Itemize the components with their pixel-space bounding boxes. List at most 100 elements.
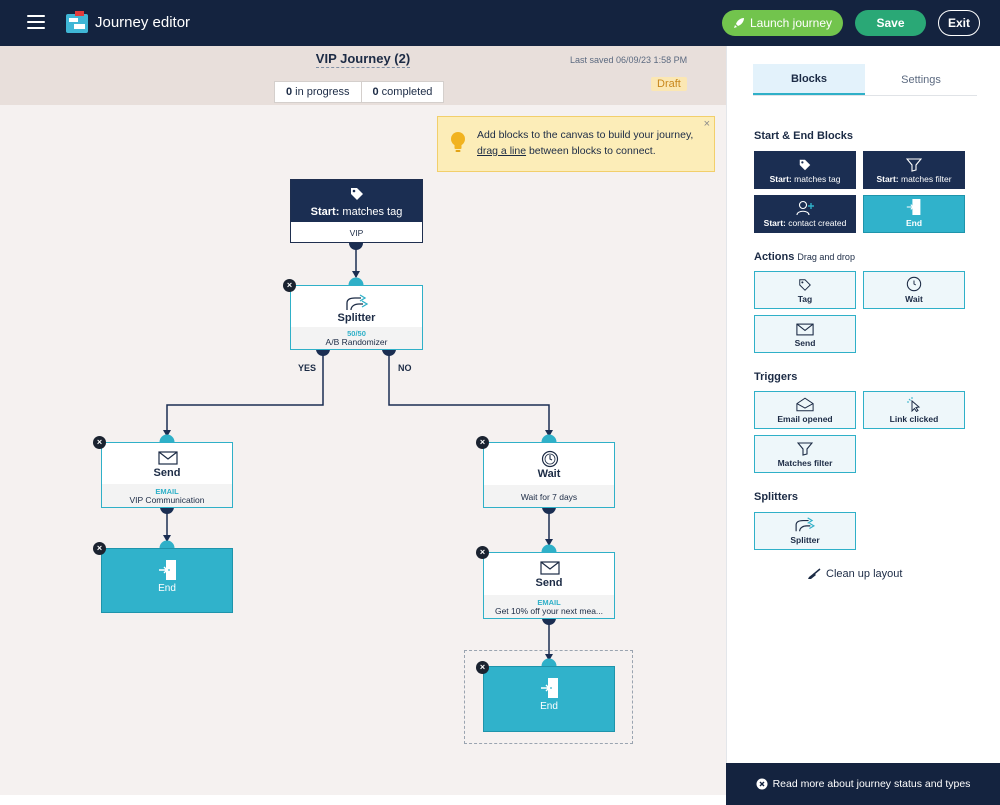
- exit-door-icon: [906, 199, 921, 215]
- tab-settings[interactable]: Settings: [901, 73, 941, 86]
- wait-block[interactable]: Wait Wait for 7 days: [483, 442, 615, 508]
- send-left-title: Send: [153, 467, 181, 479]
- connector-no-wait: [388, 353, 550, 435]
- top-bar: Journey editor Launch journey Save Exit: [0, 0, 1000, 46]
- palette-trigger-link-clicked[interactable]: Link clicked: [863, 391, 965, 429]
- broom-icon: [808, 568, 821, 579]
- launch-label: Launch journey: [749, 16, 833, 30]
- tip-text-end: between blocks to connect.: [526, 145, 656, 157]
- start-title-bold: Start:: [310, 206, 340, 218]
- panel-tabs: Blocks Settings: [753, 64, 977, 96]
- tip-text-start: Add blocks to the canvas to build your j…: [477, 129, 694, 141]
- palette-start-matches-tag-label: Start: matches tag: [770, 174, 841, 184]
- rocket-icon: [733, 18, 744, 28]
- palette-start-matches-tag[interactable]: Start: matches tag: [754, 151, 856, 189]
- in-progress-label: in progress: [295, 86, 350, 98]
- clean-up-layout-label: Clean up layout: [826, 568, 903, 580]
- journey-status-info-label: Read more about journey status and types: [772, 778, 971, 790]
- drag-a-line-link[interactable]: drag a line: [477, 145, 527, 157]
- label-rest: matches tag: [791, 174, 841, 184]
- palette-end-label: End: [906, 218, 922, 228]
- journey-canvas[interactable]: Add blocks to the canvas to build your j…: [0, 105, 726, 795]
- palette-splitter-label: Splitter: [790, 535, 820, 545]
- last-saved: Last saved 06/09/23 1:58 PM: [570, 55, 688, 65]
- splitter-title: Splitter: [337, 312, 376, 324]
- branch-no-label: NO: [398, 363, 412, 373]
- clean-up-layout-button[interactable]: Clean up layout: [807, 568, 902, 580]
- palette-action-send[interactable]: Send: [754, 315, 856, 353]
- start-block-header: Start: matches tag: [291, 180, 422, 222]
- palette-action-wait-label: Wait: [905, 294, 923, 304]
- start-block[interactable]: Start: matches tag VIP: [290, 179, 423, 243]
- palette-start-matches-filter[interactable]: Start: matches filter: [863, 151, 965, 189]
- remove-send-right-icon[interactable]: ×: [476, 546, 489, 559]
- info-close-icon: [756, 778, 768, 790]
- clock-icon: [906, 276, 922, 292]
- send-block-left[interactable]: Send EMAIL VIP Communication: [101, 442, 233, 508]
- envelope-icon: [540, 561, 560, 575]
- cursor-click-icon: [907, 397, 921, 412]
- envelope-icon: [158, 451, 178, 465]
- filter-icon: [797, 442, 813, 456]
- splitter-icon: [795, 517, 816, 532]
- remove-send-left-icon[interactable]: ×: [93, 436, 106, 449]
- triggers-section-title: Triggers: [754, 371, 798, 383]
- splitter-block[interactable]: Splitter 50/50 A/B Randomizer: [290, 285, 423, 350]
- splitter-footer: [291, 327, 422, 349]
- label-bold: Start:: [769, 174, 792, 184]
- end-block-left[interactable]: End: [101, 548, 233, 613]
- palette-trigger-matches-filter[interactable]: Matches filter: [754, 435, 856, 473]
- remove-wait-icon[interactable]: ×: [476, 436, 489, 449]
- label-rest: contact created: [785, 218, 847, 228]
- status-badge: Draft: [651, 77, 687, 91]
- palette-action-wait[interactable]: Wait: [863, 271, 965, 309]
- tab-blocks[interactable]: Blocks: [753, 64, 865, 95]
- send-left-footer: [102, 484, 232, 507]
- remove-end-right-icon[interactable]: ×: [476, 661, 489, 674]
- start-end-section-title: Start & End Blocks: [754, 130, 854, 142]
- send-right-tag: EMAIL: [537, 598, 561, 607]
- remove-splitter-icon[interactable]: ×: [283, 279, 296, 292]
- end-block-right[interactable]: End: [483, 666, 615, 732]
- label-bold: Start:: [763, 218, 786, 228]
- tip-close-icon[interactable]: ×: [703, 118, 710, 130]
- journey-name-text[interactable]: VIP Journey (2): [315, 51, 411, 68]
- in-progress-number: 0: [286, 86, 293, 98]
- journey-name: VIP Journey (2): [0, 51, 726, 68]
- palette-trigger-matches-filter-label: Matches filter: [777, 458, 833, 468]
- exit-button[interactable]: Exit: [938, 10, 980, 36]
- palette-start-contact-created-label: Start: contact created: [764, 218, 847, 228]
- menu-icon[interactable]: [27, 15, 45, 29]
- palette-splitter[interactable]: Splitter: [754, 512, 856, 550]
- journey-status-info-link[interactable]: Read more about journey status and types: [726, 763, 1000, 805]
- save-button[interactable]: Save: [855, 10, 926, 36]
- envelope-icon: [796, 323, 814, 336]
- palette-action-send-label: Send: [794, 338, 816, 348]
- palette-end[interactable]: End: [863, 195, 965, 233]
- send-block-right[interactable]: Send EMAIL Get 10% off your next mea...: [483, 552, 615, 619]
- send-left-tag: EMAIL: [155, 487, 179, 496]
- blocks-panel: Blocks Settings Start & End Blocks Start…: [726, 46, 1000, 795]
- clock-icon: [541, 450, 559, 468]
- send-left-subtitle: VIP Communication: [129, 495, 205, 505]
- splitters-section-title: Splitters: [754, 491, 799, 503]
- launch-journey-button[interactable]: Launch journey: [722, 10, 843, 36]
- exit-door-icon: [541, 678, 558, 698]
- open-envelope-icon: [796, 397, 814, 412]
- tag-icon: [799, 279, 811, 291]
- palette-start-contact-created[interactable]: Start: contact created: [754, 195, 856, 233]
- wait-subtitle: Wait for 7 days: [520, 492, 578, 502]
- palette-trigger-email-opened[interactable]: Email opened: [754, 391, 856, 429]
- start-title-rest: matches tag: [339, 206, 403, 218]
- label-bold: End: [905, 218, 923, 228]
- actions-hint: Drag and drop: [797, 252, 855, 262]
- end-right-label: End: [540, 701, 558, 712]
- app-title: Journey editor: [95, 14, 191, 31]
- remove-end-left-icon[interactable]: ×: [93, 542, 106, 555]
- palette-start-matches-filter-label: Start: matches filter: [876, 174, 951, 184]
- palette-action-tag[interactable]: Tag: [754, 271, 856, 309]
- end-left-label: End: [158, 583, 176, 594]
